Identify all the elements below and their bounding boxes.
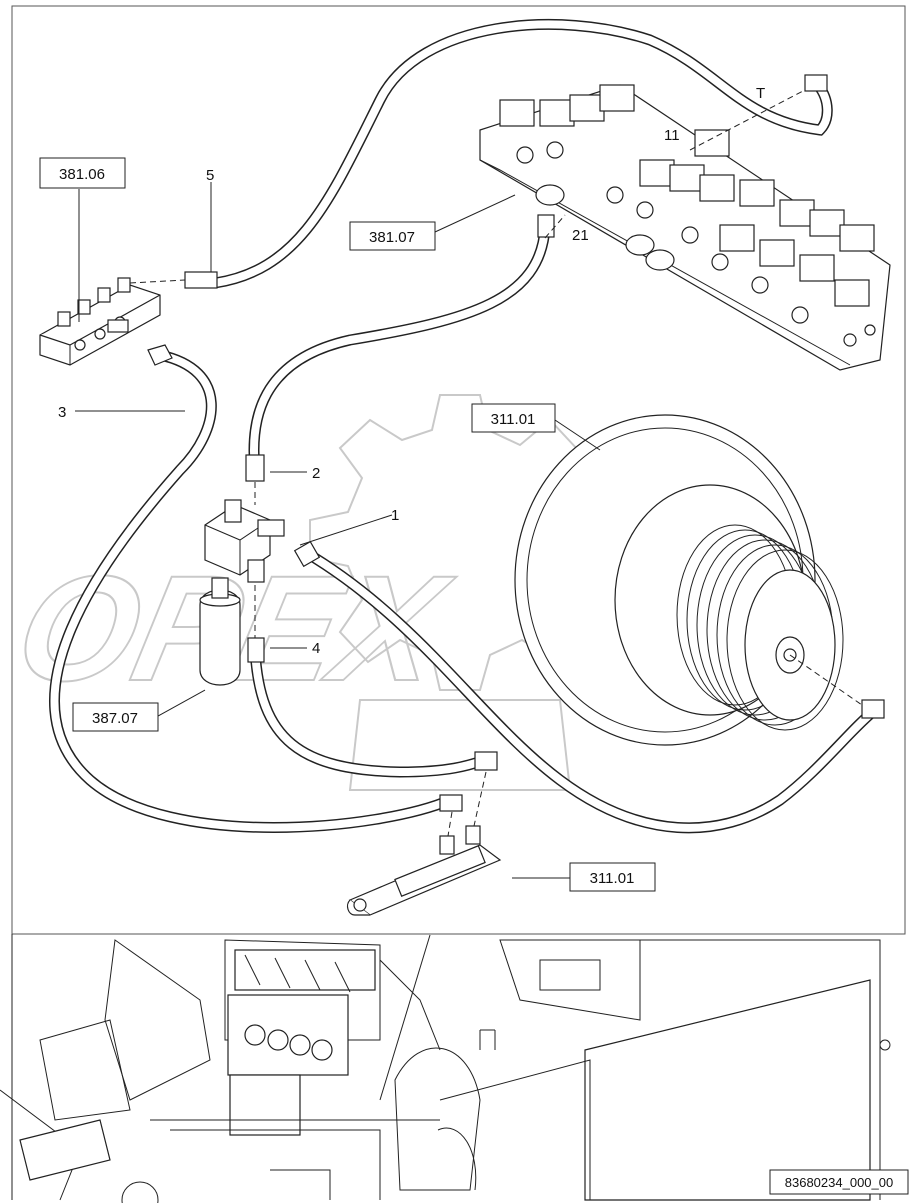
svg-text:381.07: 381.07 [369, 229, 415, 246]
drawing-number: 83680234_000_00 [785, 1175, 893, 1190]
ref-box-311-01-cylinder[interactable]: 311.01 [569, 862, 656, 892]
leader-lines [75, 182, 601, 879]
winch-311-01 [514, 414, 844, 746]
accumulator-387-07 [199, 499, 285, 686]
callout-5: 5 [206, 167, 214, 184]
ref-box-381-06[interactable]: 381.06 [39, 157, 126, 189]
callout-21: 21 [572, 227, 589, 244]
manifold-381-06 [39, 277, 161, 366]
valve-bank-381-07 [479, 84, 891, 371]
callout-11: 11 [664, 127, 680, 144]
engine [227, 949, 376, 1136]
connection-lines [129, 89, 863, 837]
callout-2: 2 [312, 465, 320, 482]
svg-text:387.07: 387.07 [92, 710, 138, 727]
hose-fittings [147, 74, 885, 812]
callouts: 5 3 2 1 4 11 21 T [58, 85, 765, 657]
ref-box-381-07[interactable]: 381.07 [349, 221, 436, 251]
svg-text:311.01: 311.01 [590, 870, 635, 887]
svg-text:311.01: 311.01 [491, 411, 536, 428]
callout-T: T [756, 85, 765, 102]
reference-boxes: 381.06 381.07 311.01 387.07 311.01 [39, 157, 656, 892]
cylinder-311-01 [346, 825, 502, 916]
svg-text:381.06: 381.06 [59, 166, 105, 183]
callout-3: 3 [58, 404, 66, 421]
callout-1: 1 [391, 507, 399, 524]
ref-box-311-01-winch[interactable]: 311.01 [471, 403, 556, 433]
ref-box-387-07[interactable]: 387.07 [72, 702, 159, 732]
detail-frame [11, 5, 906, 935]
hoses [48, 18, 881, 834]
callout-4: 4 [312, 640, 320, 657]
solenoid-stack [499, 84, 876, 347]
drawing-number-box: 83680234_000_00 [769, 1169, 909, 1195]
machine-overview [0, 934, 891, 1203]
